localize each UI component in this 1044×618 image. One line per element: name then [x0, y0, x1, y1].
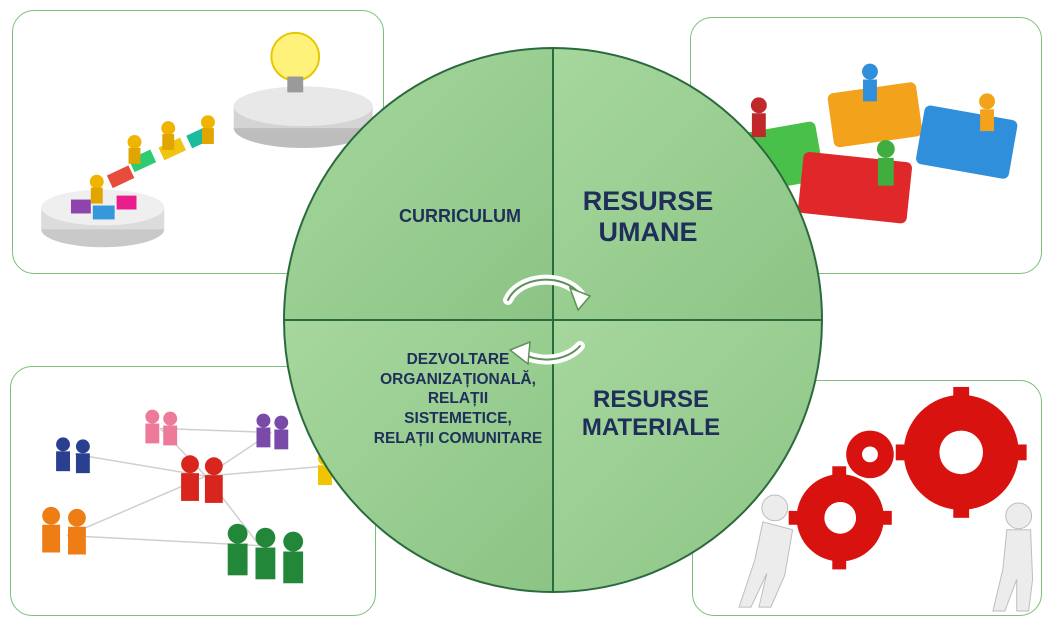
label-resurse-umane: RESURSE UMANE: [582, 186, 714, 248]
people-pushing-gears-icon: [738, 386, 1034, 612]
quadrant-bottom-right: [552, 319, 824, 594]
puzzle-path-lightbulb-icon: [41, 31, 373, 248]
arrowhead-top-icon: [568, 286, 592, 312]
quadrant-bottom-left: [282, 319, 554, 594]
puzzle-pieces-people-icon: [737, 63, 1018, 224]
quadrant-top-right: [552, 46, 824, 321]
puzzle-path-picture: [12, 10, 384, 274]
people-network-picture: [10, 366, 376, 616]
arrowhead-bottom-icon: [508, 340, 531, 366]
quadrant-top-left: [282, 46, 554, 321]
label-resurse-materiale: RESURSE MATERIALE: [581, 386, 721, 441]
people-network-icon: [42, 409, 332, 584]
label-curriculum: CURRICULUM: [399, 206, 521, 226]
label-dezvoltare-organizationala: DEZVOLTARE ORGANIZAȚIONALĂ, RELAȚII SIST…: [373, 351, 543, 447]
